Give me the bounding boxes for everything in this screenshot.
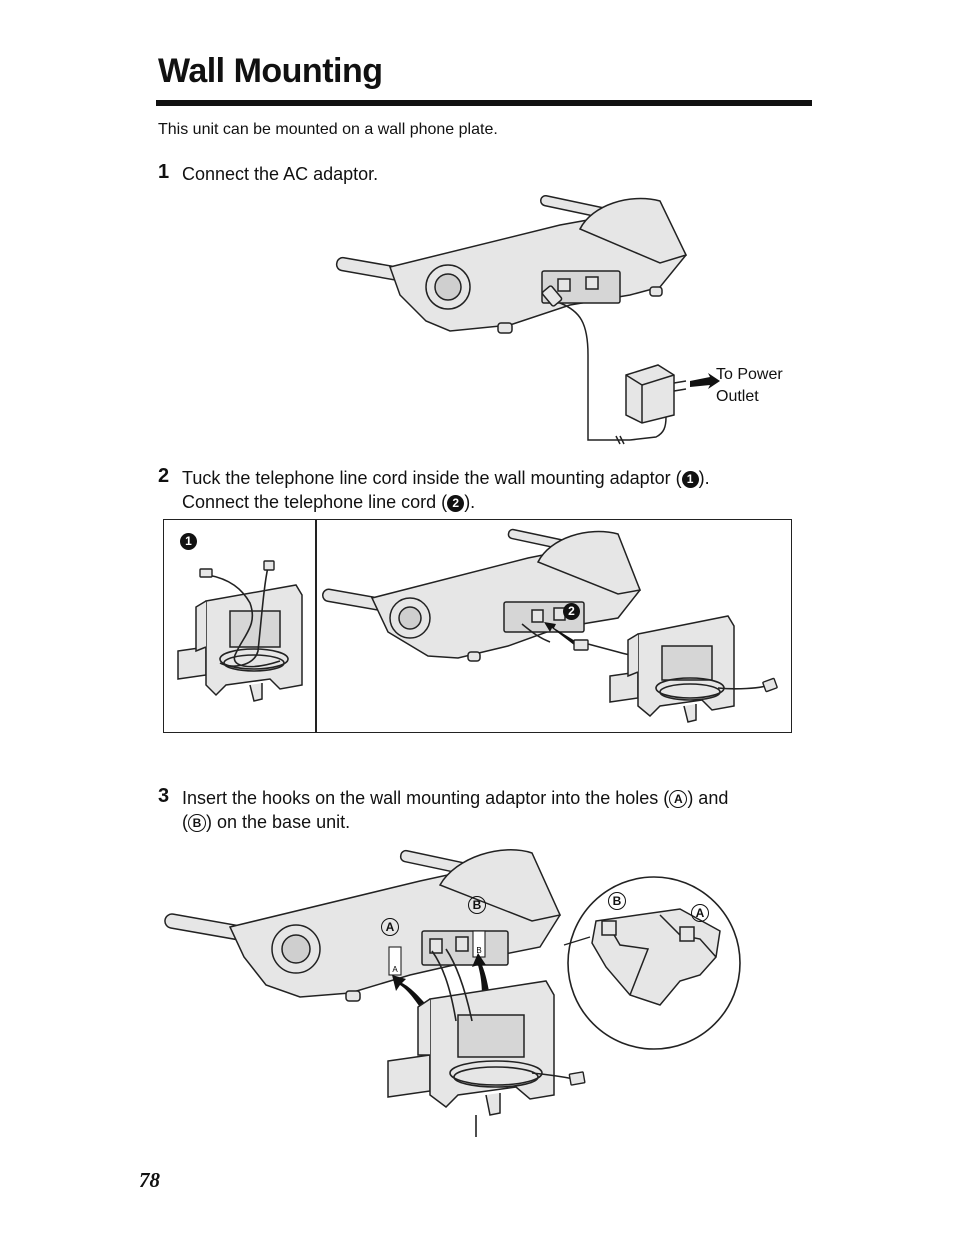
figure-wall-adaptor-cord (177, 560, 303, 702)
figure-2-panel (163, 519, 792, 733)
figure-ac-adaptor (335, 195, 720, 445)
step-1-text: Connect the AC adaptor. (182, 164, 379, 184)
intro-text: This unit can be mounted on a wall phone… (158, 121, 498, 138)
figure-2-marker-1: 1 (180, 533, 197, 551)
hook-a-label: A (392, 965, 398, 974)
step-1-number: 1 (158, 161, 170, 183)
step-3-text: Insert the hooks on the wall mounting ad… (182, 786, 728, 834)
figure-2-divider (315, 519, 317, 733)
figure-3-marker-b-left: B (468, 896, 486, 914)
marker-2: 2 (447, 495, 465, 512)
marker-1: 1 (681, 471, 699, 488)
page-number: 78 (139, 1168, 160, 1192)
figure-3-marker-b-detail: B (608, 892, 626, 910)
figure-2-marker-2: 2 (563, 603, 580, 621)
step-3-line2: (B) on the base unit. (182, 812, 351, 832)
figure-insert-hooks: A B (164, 849, 741, 1137)
figure-3-marker-a-left: A (381, 918, 399, 936)
to-power-outlet-label: To Power Outlet (716, 366, 783, 405)
figure-connect-line-cord (322, 528, 778, 723)
step-2-text: Tuck the telephone line cord inside the … (182, 466, 710, 514)
step-2-number: 2 (158, 465, 170, 487)
marker-b: B (188, 814, 206, 832)
hook-b-label: B (476, 946, 481, 955)
page-title: Wall Mounting (158, 52, 383, 90)
marker-a: A (669, 790, 688, 808)
step-2-line2: Connect the telephone line cord (2). (182, 492, 476, 512)
step-2-line1: Tuck the telephone line cord inside the … (182, 468, 710, 488)
step-3-number: 3 (158, 785, 170, 807)
step-3-line1: Insert the hooks on the wall mounting ad… (182, 788, 729, 808)
figure-3-marker-a-detail: A (691, 904, 709, 922)
title-rule (156, 100, 812, 106)
